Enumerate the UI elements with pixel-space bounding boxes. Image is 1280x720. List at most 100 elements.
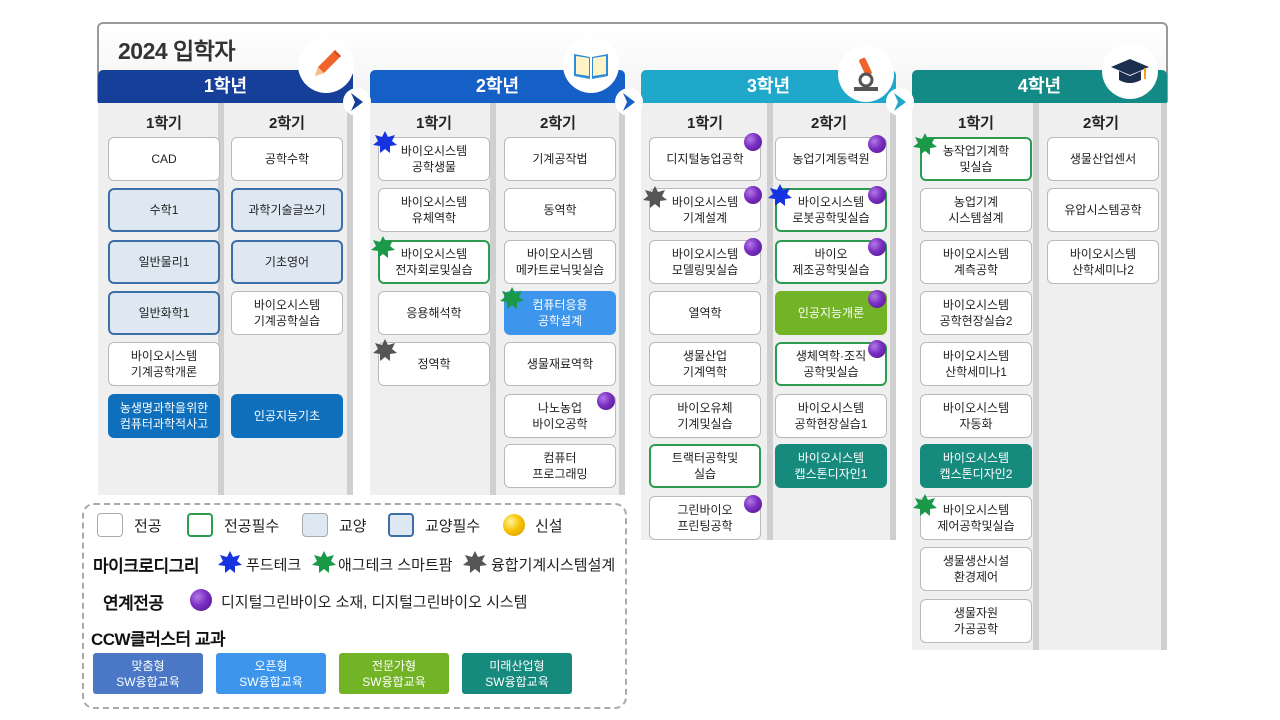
course-card[interactable]: 기계공작법 — [504, 137, 616, 181]
course-card[interactable]: 바이오시스템 모델링및실습 — [649, 240, 761, 284]
course-card[interactable]: 바이오시스템 유체역학 — [378, 188, 490, 232]
mech-star-icon — [373, 339, 397, 361]
course-card[interactable]: 바이오시스템 산학세미나1 — [920, 342, 1032, 386]
course-card[interactable]: 수학1 — [108, 188, 220, 232]
course-card[interactable]: 응용해석학 — [378, 291, 490, 335]
course-card[interactable]: 생물생산시설 환경제어 — [920, 547, 1032, 591]
course-card[interactable]: 인공지능기초 — [231, 394, 343, 438]
course-card[interactable]: 농생명과학을위한 컴퓨터과학적사고 — [108, 394, 220, 438]
course-card[interactable]: 컴퓨터응용 공학설계 — [504, 291, 616, 335]
course-card[interactable]: 디지털농업공학 — [649, 137, 761, 181]
linked-major-dot-icon — [744, 186, 762, 204]
course-card[interactable]: 정역학 — [378, 342, 490, 386]
course-card[interactable]: 바이오시스템 산학세미나2 — [1047, 240, 1159, 284]
course-card[interactable]: 트랙터공학및 실습 — [649, 444, 761, 488]
legend-linked-major-title: 연계전공 — [103, 594, 164, 613]
legend-major-required-label: 전공필수 — [224, 518, 280, 535]
foodtech-star-icon — [218, 551, 242, 573]
legend-ccw-title: CCW클러스터 교과 — [91, 630, 226, 649]
ccw-future-badge: 미래산업형 SW융합교육 — [462, 653, 572, 694]
course-card[interactable]: 바이오시스템 기계공학실습 — [231, 291, 343, 335]
linked-major-dot-icon — [868, 290, 886, 308]
legend-liberal-swatch — [302, 513, 328, 537]
agritech-star-icon — [500, 287, 524, 309]
legend-major-label: 전공 — [134, 518, 162, 535]
semester-header: 2학기 — [540, 115, 576, 132]
course-card[interactable]: 바이오시스템 전자회로및실습 — [378, 240, 490, 284]
linked-major-dot-icon — [868, 340, 886, 358]
course-card[interactable]: 바이오시스템 제어공학및실습 — [920, 496, 1032, 540]
legend-liberal-required-label: 교양필수 — [425, 518, 481, 535]
pencil-icon — [298, 37, 354, 93]
course-card[interactable]: 바이오시스템 로봇공학및실습 — [775, 188, 887, 232]
course-card[interactable]: 생물산업센서 — [1047, 137, 1159, 181]
course-card[interactable]: 생체역학·조직 공학및실습 — [775, 342, 887, 386]
course-card[interactable]: 일반물리1 — [108, 240, 220, 284]
course-card[interactable]: 바이오 제조공학및실습 — [775, 240, 887, 284]
course-card[interactable]: 바이오시스템 기계설계 — [649, 188, 761, 232]
linked-major-dot-icon — [868, 238, 886, 256]
divider — [890, 103, 896, 540]
linked-major-dot-icon — [744, 495, 762, 513]
course-card[interactable]: 바이오시스템 자동화 — [920, 394, 1032, 438]
ccw-open-badge: 오픈형 SW융합교육 — [216, 653, 326, 694]
linked-major-dot-icon — [744, 133, 762, 151]
next-year-arrow-icon — [615, 88, 643, 116]
semester-header: 2학기 — [1083, 115, 1119, 132]
agritech-star-icon — [371, 236, 395, 258]
linked-major-dot-icon — [190, 589, 212, 611]
course-card[interactable]: CAD — [108, 137, 220, 181]
course-card[interactable]: 공학수학 — [231, 137, 343, 181]
foodtech-star-icon — [768, 184, 792, 206]
linked-major-dot-icon — [868, 135, 886, 153]
mech-star-icon — [463, 551, 487, 573]
course-card[interactable]: 바이오시스템 캡스톤디자인1 — [775, 444, 887, 488]
course-card[interactable]: 농작업기계학 및실습 — [920, 137, 1032, 181]
course-card[interactable]: 기초영어 — [231, 240, 343, 284]
course-card[interactable]: 바이오시스템 공학현장실습2 — [920, 291, 1032, 335]
linked-major-dot-icon — [744, 238, 762, 256]
course-card[interactable]: 농업기계 시스템설계 — [920, 188, 1032, 232]
foodtech-star-icon — [373, 131, 397, 153]
microscope-icon — [838, 46, 894, 102]
course-card[interactable]: 바이오시스템 메카트로닉및실습 — [504, 240, 616, 284]
legend-mech-label: 융합기계시스템설계 — [491, 557, 616, 574]
course-card[interactable]: 과학기술글쓰기 — [231, 188, 343, 232]
linked-major-dot-icon — [868, 186, 886, 204]
legend-liberal-label: 교양 — [339, 518, 367, 535]
course-card[interactable]: 그린바이오 프린팅공학 — [649, 496, 761, 540]
course-card[interactable]: 바이오유체 기계및실습 — [649, 394, 761, 438]
course-card[interactable]: 나노농업 바이오공학 — [504, 394, 616, 438]
semester-header: 1학기 — [958, 115, 994, 132]
semester-header: 2학기 — [269, 115, 305, 132]
mech-star-icon — [643, 186, 667, 208]
divider — [347, 103, 353, 495]
divider — [1033, 103, 1039, 650]
next-year-arrow-icon — [343, 88, 371, 116]
course-card[interactable]: 바이오시스템 공학생물 — [378, 137, 490, 181]
agritech-star-icon — [913, 494, 937, 516]
course-card[interactable]: 바이오시스템 계측공학 — [920, 240, 1032, 284]
agritech-star-icon — [312, 551, 336, 573]
page-title: 2024 입학자 — [118, 38, 236, 64]
graduation-cap-icon — [1102, 43, 1158, 99]
course-card[interactable]: 일반화학1 — [108, 291, 220, 335]
legend-micro-degree-title: 마이크로디그리 — [93, 557, 199, 576]
linked-major-dot-icon — [597, 392, 615, 410]
agritech-star-icon — [913, 133, 937, 155]
course-card[interactable]: 생물재료역학 — [504, 342, 616, 386]
course-card[interactable]: 바이오시스템 공학현장실습1 — [775, 394, 887, 438]
course-card[interactable]: 바이오시스템 기계공학개론 — [108, 342, 220, 386]
course-card[interactable]: 유압시스템공학 — [1047, 188, 1159, 232]
course-card[interactable]: 동역학 — [504, 188, 616, 232]
course-card[interactable]: 열역학 — [649, 291, 761, 335]
course-card[interactable]: 바이오시스템 캡스톤디자인2 — [920, 444, 1032, 488]
ccw-custom-badge: 맞춤형 SW융합교육 — [93, 653, 203, 694]
course-card[interactable]: 생물산업 기계역학 — [649, 342, 761, 386]
semester-header: 1학기 — [146, 115, 182, 132]
ccw-expert-badge: 전문가형 SW융합교육 — [339, 653, 449, 694]
legend-linked-major-text: 디지털그린바이오 소재, 디지털그린바이오 시스템 — [221, 594, 528, 611]
course-card[interactable]: 생물자원 가공공학 — [920, 599, 1032, 643]
divider — [218, 103, 224, 495]
course-card[interactable]: 컴퓨터 프로그래밍 — [504, 444, 616, 488]
